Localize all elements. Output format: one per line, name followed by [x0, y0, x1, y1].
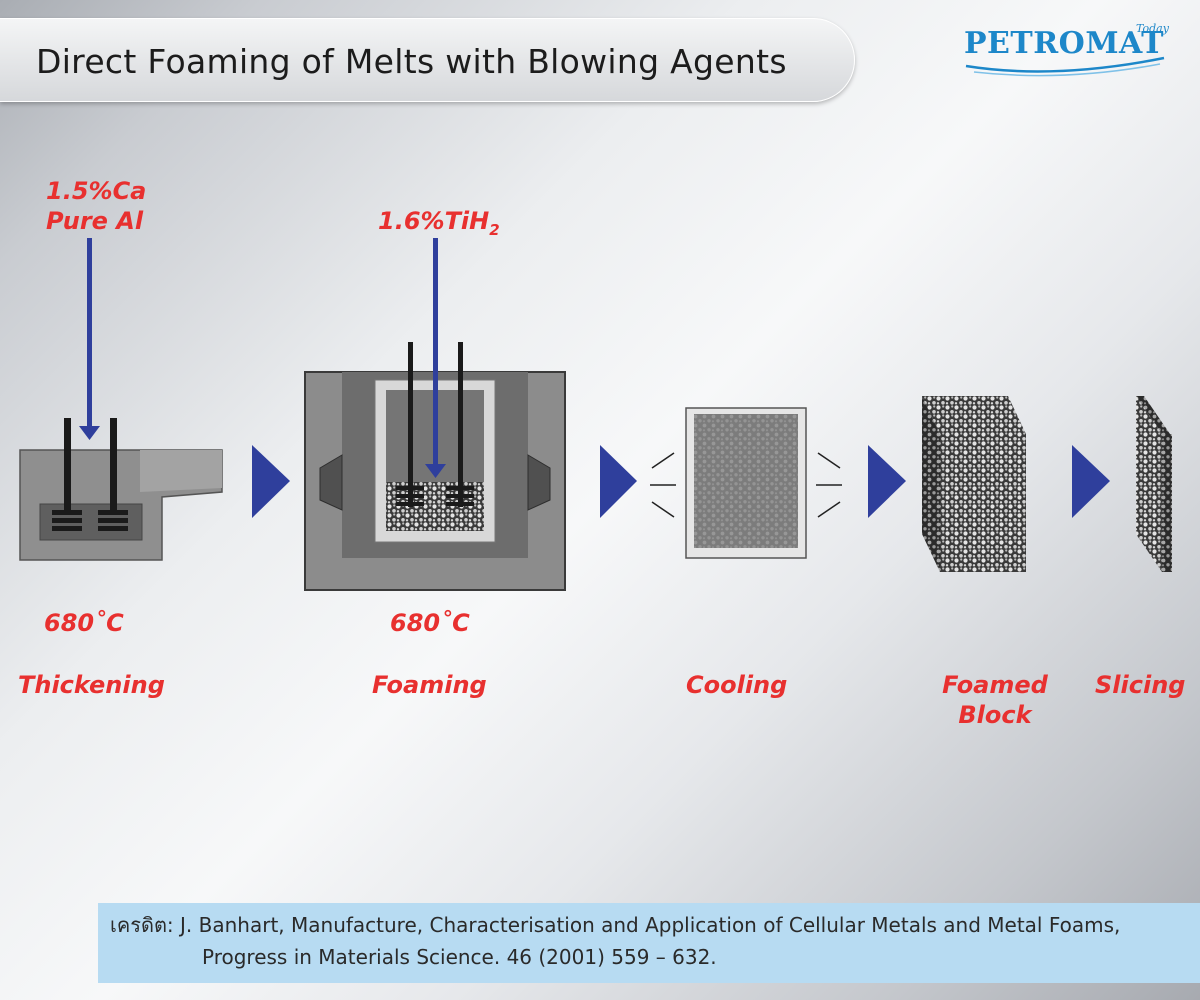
- logo-swoosh-icon: [965, 56, 1165, 77]
- cooling-lines-right: [816, 452, 842, 518]
- process-arrow-3: [868, 445, 906, 518]
- credit-line2: Progress in Materials Science. 46 (2001)…: [202, 945, 717, 969]
- logo-subtext: Today: [1136, 22, 1169, 35]
- stage2-temperature: 680˚C: [390, 609, 470, 637]
- stage-label-foamed-block: Foamed Block: [942, 671, 1048, 729]
- stage1-input-label: 1.5%Ca Pure Al: [46, 176, 146, 236]
- input-arrow-2: [425, 238, 446, 478]
- logo-text: PETROMAT: [964, 26, 1164, 61]
- stage-label-slicing: Slicing: [1095, 671, 1186, 699]
- stage-label-foaming: Foaming: [372, 671, 487, 699]
- petromat-logo: PETROMAT Today: [964, 22, 1174, 82]
- stage1-temperature: 680˚C: [44, 609, 124, 637]
- foam-slice: [1136, 396, 1172, 572]
- stage-label-thickening: Thickening: [18, 671, 165, 699]
- process-arrow-2: [600, 445, 637, 518]
- cooling-mold: [685, 407, 807, 559]
- title-bar: [0, 18, 855, 102]
- stage2-input-label: 1.6%TiH2: [378, 207, 500, 239]
- stage1-input-line1: 1.5%Ca: [46, 177, 147, 205]
- process-arrow-4: [1072, 445, 1110, 518]
- cooling-lines-left: [650, 452, 676, 518]
- page-title: Direct Foaming of Melts with Blowing Age…: [36, 42, 787, 81]
- thickening-crucible: [19, 418, 223, 561]
- stage1-input-line2: Pure Al: [46, 207, 144, 235]
- credit-line1: เครดิต: J. Banhart, Manufacture, Charact…: [110, 913, 1121, 937]
- process-arrow-1: [252, 445, 290, 518]
- input-arrow-1: [79, 238, 100, 440]
- credit-box: เครดิต: J. Banhart, Manufacture, Charact…: [98, 903, 1200, 983]
- foamed-block: [922, 396, 1026, 572]
- stage-label-cooling: Cooling: [686, 671, 788, 699]
